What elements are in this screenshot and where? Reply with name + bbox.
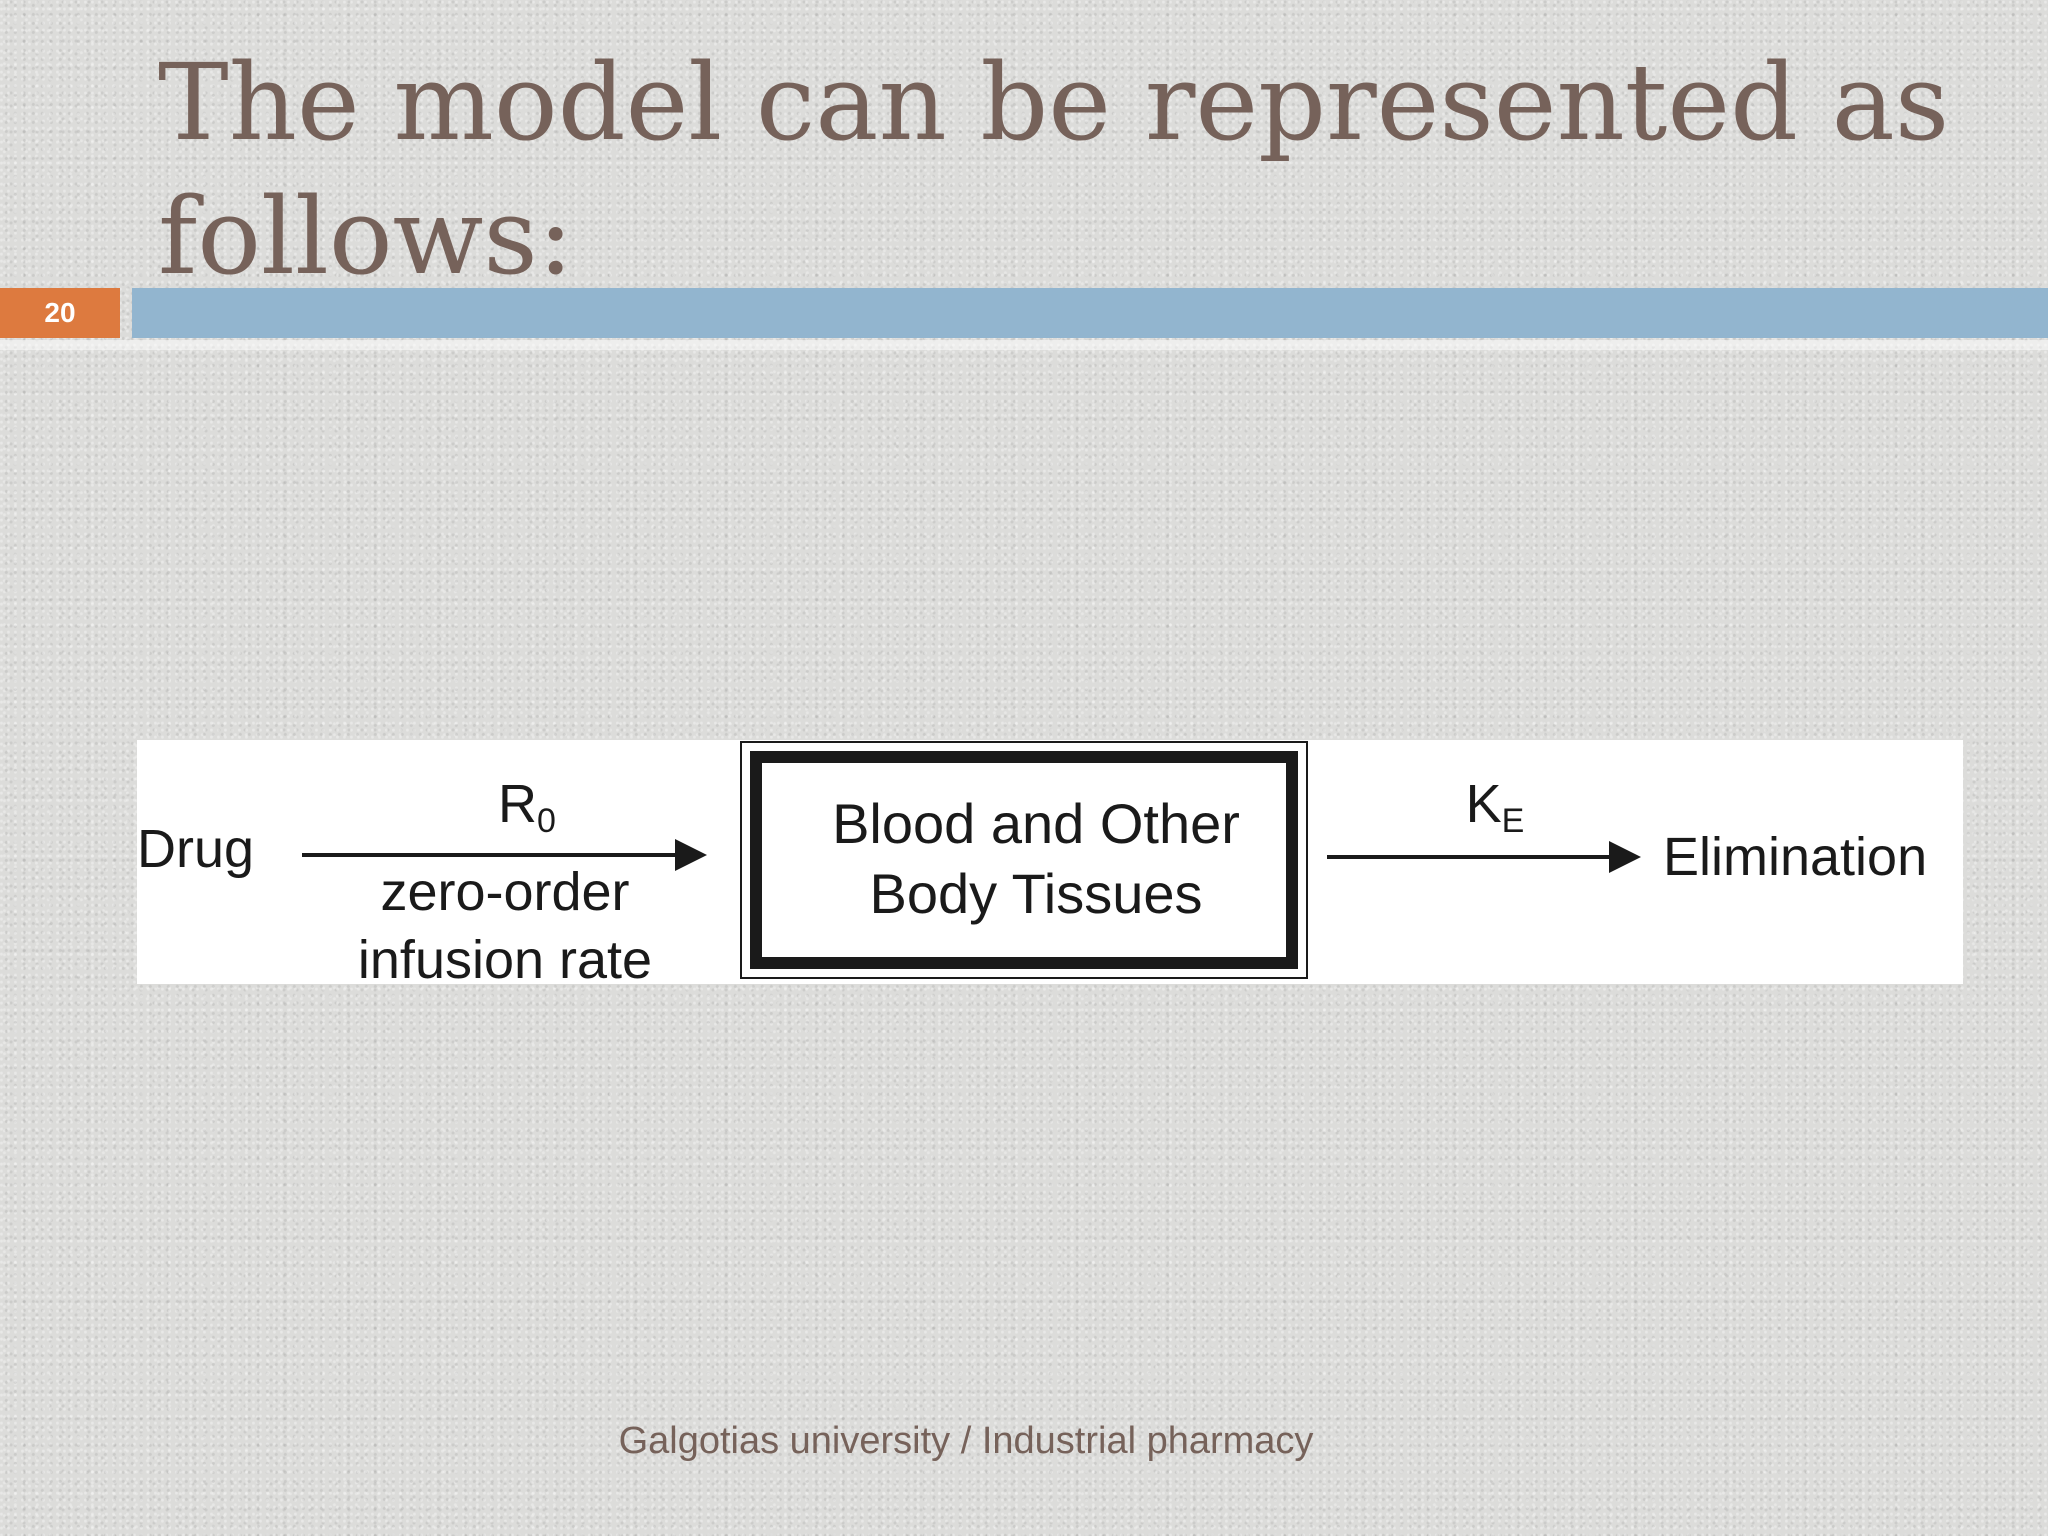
elimination-label: Elimination: [1663, 827, 1927, 887]
title-rule: [132, 288, 2048, 338]
drug-label: Drug: [137, 819, 254, 879]
slide-number-badge: 20: [0, 288, 120, 338]
compartment-box: [750, 751, 1298, 969]
diagram-canvas: Drug R0 zero-order infusion rate Blood a…: [137, 741, 1927, 984]
compartment-outer-border: [740, 741, 1308, 979]
slide-title: The model can be represented as follows:: [158, 41, 1950, 298]
infusion-rate-caption-line1: zero-order: [380, 862, 629, 922]
compartment-label-line2: Body Tissues: [869, 862, 1202, 925]
title-rule-shadow: [0, 340, 2048, 350]
slide-number: 20: [44, 297, 76, 328]
compartment-label-line1: Blood and Other: [832, 792, 1240, 855]
elimination-rate-symbol: KE: [1466, 774, 1525, 840]
infusion-rate-symbol: R0: [498, 774, 556, 840]
infusion-rate-caption-line2: infusion rate: [358, 930, 652, 984]
slide-footer: Galgotias university / Industrial pharma…: [618, 1420, 1314, 1462]
one-compartment-infusion-diagram: Drug R0 zero-order infusion rate Blood a…: [137, 740, 1963, 984]
